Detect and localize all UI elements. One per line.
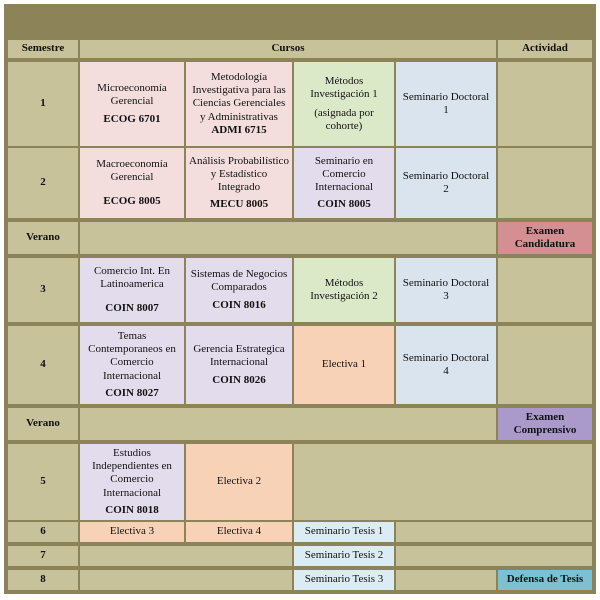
course-code: COIN 8016 (212, 298, 266, 311)
course-code: COIN 8027 (105, 386, 159, 399)
verano-2-courses (80, 408, 496, 440)
semester-8-label: 8 (8, 570, 78, 590)
verano-1-courses (80, 222, 496, 254)
course-name: Macroeconomía Gerencial (96, 158, 168, 184)
course-electiva-4: Electiva 4 (186, 522, 292, 542)
course-electiva-2: Electiva 2 (186, 444, 292, 520)
course-name: Temas Contemporaneos en Comercio Interna… (88, 330, 176, 382)
course-name: Seminario en Comercio Internacional (314, 154, 374, 193)
course-microeconomia: Microeconomía Gerencial ECOG 6701 (80, 62, 184, 146)
course-comercio-latinoamerica: Comercio Int. En Latinoamerica COIN 8007 (80, 258, 184, 322)
course-name: Gerencia Estrategica Internacional (193, 343, 285, 369)
course-electiva-3: Electiva 3 (80, 522, 184, 542)
semester-1-label: 1 (8, 62, 78, 146)
course-metodologia: Metodología Investigativa para las Cienc… (186, 62, 292, 146)
course-code: COIN 8007 (105, 301, 159, 314)
semester-7-label: 7 (8, 546, 78, 566)
course-seminario-comercio: Seminario en Comercio Internacional COIN… (294, 148, 394, 218)
row-7-empty-right (396, 546, 592, 566)
course-electiva-1: Electiva 1 (294, 326, 394, 404)
course-name: Comercio Int. En Latinoamerica (93, 265, 171, 291)
course-analisis-probabilistico: Análisis Probabilístico y Estadístico In… (186, 148, 292, 218)
semester-2-label: 2 (8, 148, 78, 218)
course-seminario-tesis-3: Seminario Tesis 3 (294, 570, 394, 590)
course-seminario-doctoral-3: Seminario Doctoral 3 (396, 258, 496, 322)
activity-defensa-tesis: Defensa de Tesis (498, 570, 592, 590)
course-macroeconomia: Macroeconomía Gerencial ECOG 8005 (80, 148, 184, 218)
course-temas-contemporaneos: Temas Contemporaneos en Comercio Interna… (80, 326, 184, 404)
course-code: COIN 8026 (212, 373, 266, 386)
course-code: ECOG 6701 (103, 112, 161, 125)
course-metodos-1: Métodos Investigación 1 (asignada por co… (294, 62, 394, 146)
row-5-empty (294, 444, 592, 520)
course-code: COIN 8018 (105, 503, 159, 516)
course-code: ECOG 8005 (103, 194, 161, 207)
course-metodos-2: Métodos Investigación 2 (294, 258, 394, 322)
course-seminario-tesis-1: Seminario Tesis 1 (294, 522, 394, 542)
activity-empty-2 (498, 148, 592, 218)
course-code: ADMI 6715 (211, 123, 267, 136)
course-code: MECU 8005 (209, 198, 269, 211)
course-seminario-tesis-2: Seminario Tesis 2 (294, 546, 394, 566)
activity-empty-3 (498, 258, 592, 322)
course-name: Estudios Independientes en Comercio Inte… (92, 447, 172, 499)
header-cursos: Cursos (80, 40, 496, 58)
row-6-empty (396, 522, 592, 542)
course-name: Sistemas de Negocios Comparados (190, 268, 288, 294)
verano-1-label: Verano (8, 222, 78, 254)
course-sistemas-negocios: Sistemas de Negocios Comparados COIN 801… (186, 258, 292, 322)
semester-3-label: 3 (8, 258, 78, 322)
course-seminario-doctoral-1: Seminario Doctoral 1 (396, 62, 496, 146)
activity-examen-candidatura: Examen Candidatura (498, 222, 592, 254)
header-actividad: Actividad (498, 40, 592, 58)
course-code: COIN 8005 (317, 198, 371, 211)
course-seminario-doctoral-4: Seminario Doctoral 4 (396, 326, 496, 404)
course-note: (asignada por cohorte) (314, 107, 374, 133)
row-8-empty-left (80, 570, 292, 590)
activity-examen-comprensivo: Examen Comprensivo (498, 408, 592, 440)
semester-4-label: 4 (8, 326, 78, 404)
course-name: Microeconomía Gerencial (97, 82, 167, 108)
course-name: Métodos Investigación 1 (310, 74, 378, 100)
header-semestre: Semestre (8, 40, 78, 58)
course-estudios-independientes: Estudios Independientes en Comercio Inte… (80, 444, 184, 520)
row-7-empty-left (80, 546, 292, 566)
verano-2-label: Verano (8, 408, 78, 440)
course-name: Análisis Probabilístico y Estadístico In… (189, 154, 289, 193)
course-gerencia-estrategica: Gerencia Estrategica Internacional COIN … (186, 326, 292, 404)
activity-empty-1 (498, 62, 592, 146)
semester-5-label: 5 (8, 444, 78, 520)
course-seminario-doctoral-2: Seminario Doctoral 2 (396, 148, 496, 218)
course-name: Metodología Investigativa para las Cienc… (192, 71, 286, 123)
semester-6-label: 6 (8, 522, 78, 542)
activity-empty-4 (498, 326, 592, 404)
row-8-empty-mid (396, 570, 496, 590)
